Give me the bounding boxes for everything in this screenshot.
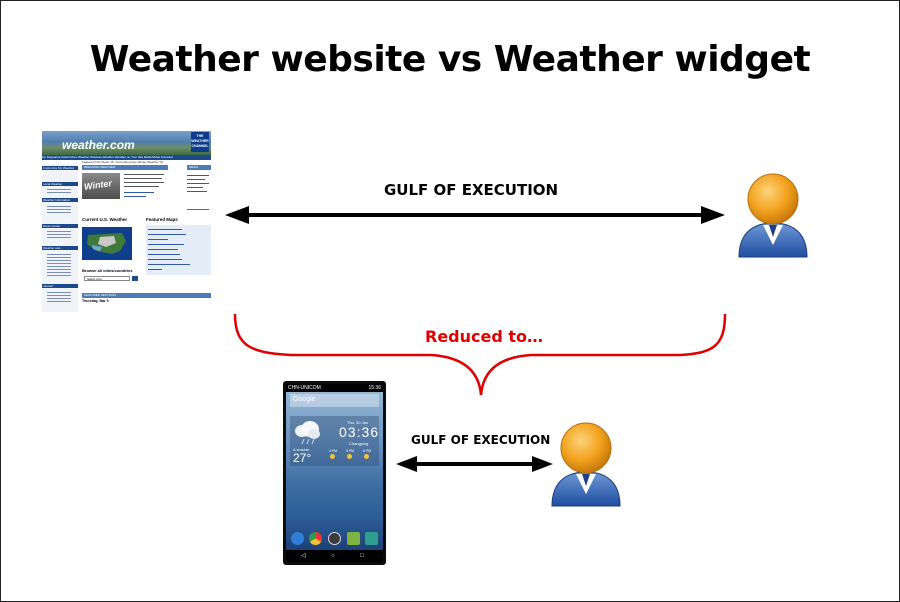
- android-phone: CHN-UNICOM 15:36 Google Thu, 30 Jan 03:3…: [283, 381, 386, 565]
- status-clock: 15:36: [368, 385, 381, 391]
- gulf-label-widget: GULF OF EXECUTION: [411, 433, 551, 447]
- gulf-arrow-website: [225, 206, 725, 224]
- site-logo: weather.com: [62, 138, 135, 152]
- browse-cities-heading: Browse all cities/countries: [82, 268, 133, 273]
- site-sidebar: Customize My Weather Local Weather Weath…: [42, 164, 78, 312]
- back-icon[interactable]: ◁: [301, 553, 306, 559]
- user-avatar-icon: [551, 422, 621, 507]
- messaging-app-icon[interactable]: [347, 532, 360, 545]
- camera-app-icon[interactable]: [365, 532, 378, 545]
- gulf-arrow-widget: [396, 456, 553, 472]
- site-nav: On Daypartss Attract More Weather Wirele…: [42, 155, 211, 160]
- recents-icon[interactable]: □: [360, 553, 364, 559]
- reduced-to-label: Reduced to…: [425, 327, 544, 346]
- sun-icon: [347, 454, 352, 459]
- widget-clock: 03:36: [339, 424, 380, 440]
- site-date: Thursday, Mar 9: [82, 299, 109, 303]
- breaking-weather-bar: BREAKING WEATHER: [82, 165, 168, 170]
- site-subnav: Featured This Week: Mr. Groundhog Day Wi…: [82, 160, 164, 164]
- app-drawer-icon[interactable]: [328, 532, 341, 545]
- status-bar: CHN-UNICOM 15:36: [286, 384, 383, 392]
- user-avatar-icon: [738, 173, 808, 258]
- widget-date: Thu, 30 Jan: [347, 420, 369, 425]
- sidebar-section: Customize My Weather: [42, 166, 78, 170]
- home-icon[interactable]: ○: [331, 553, 335, 559]
- weather-widget[interactable]: Thu, 30 Jan 03:36 Changping A shower 27°…: [290, 416, 379, 466]
- nav-bar: ◁ ○ □: [286, 550, 383, 562]
- featured-maps-list: [146, 225, 211, 275]
- widget-temperature: 27°: [293, 451, 312, 465]
- city-select[interactable]: Select One: [84, 276, 130, 281]
- featured-sections-bar: FEATURED SECTIONS: [82, 293, 211, 298]
- forecast-hour: 5 PM: [345, 449, 355, 453]
- winter-photo: Winter: [82, 173, 120, 199]
- sidebar-section: Weather Information: [42, 198, 78, 202]
- gulf-label-website: GULF OF EXECUTION: [384, 181, 559, 199]
- current-us-weather-heading: Current U.S. Weather: [82, 217, 128, 222]
- chrome-app-icon[interactable]: [309, 532, 322, 545]
- reduction-brace: [233, 313, 727, 396]
- google-search-label: Google: [293, 396, 316, 403]
- carrier-name: CHN-UNICOM: [288, 385, 321, 391]
- sidebar-section: Weather and...: [42, 246, 78, 250]
- sidebar-section: Interact: [42, 284, 78, 288]
- sidebar-section: News Center: [42, 224, 78, 228]
- sidebar-section: Local Weather: [42, 182, 78, 186]
- google-search-bar[interactable]: Google: [290, 394, 379, 407]
- widget-city: Changping: [349, 441, 369, 446]
- slide-title: Weather website vs Weather widget: [89, 39, 811, 80]
- site-header: weather.com THE WEATHER CHANNEL: [42, 131, 211, 155]
- sun-icon: [364, 454, 369, 459]
- weather-website-screenshot: weather.com THE WEATHER CHANNEL On Daypa…: [42, 131, 211, 312]
- sun-icon: [330, 454, 335, 459]
- forecast-hour: 4 PM: [328, 449, 338, 453]
- widget-condition: A shower: [293, 447, 310, 452]
- weather-channel-badge: THE WEATHER CHANNEL: [191, 132, 209, 152]
- featured-maps-heading: Featured Maps: [146, 217, 178, 222]
- forecast-hour: 6 PM: [362, 449, 372, 453]
- go-button[interactable]: [132, 276, 138, 281]
- phone-app-icon[interactable]: [291, 532, 304, 545]
- phone-home-screen: CHN-UNICOM 15:36 Google Thu, 30 Jan 03:3…: [286, 384, 383, 562]
- us-weather-map: [82, 227, 132, 260]
- app-dock: [286, 530, 383, 548]
- news-bar: NEWS: [187, 165, 211, 170]
- cloud-icon: [295, 421, 320, 445]
